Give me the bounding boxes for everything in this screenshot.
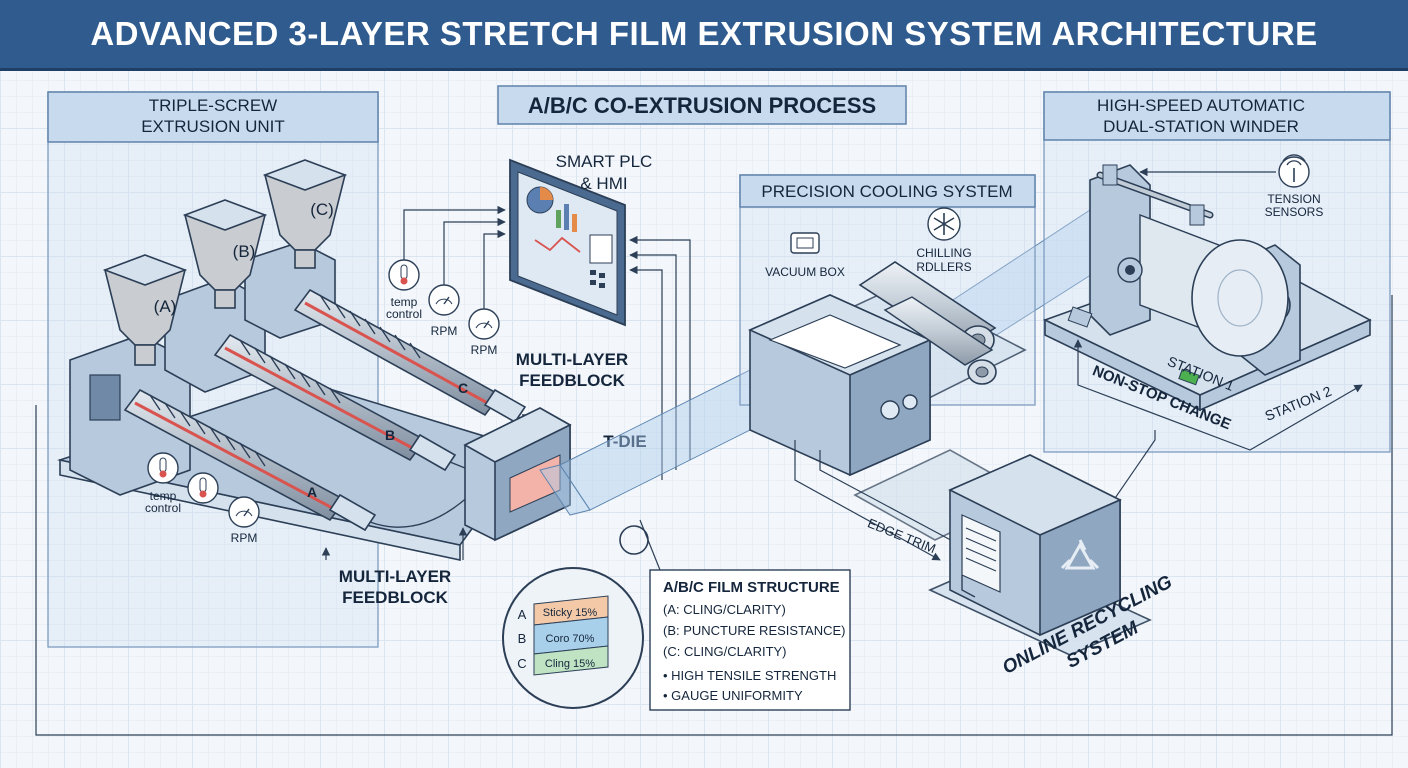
rpm-label-upper-1: RPM	[431, 324, 458, 338]
temp-label-lower-1: temp	[150, 489, 177, 503]
hopper-b-label: (B)	[233, 242, 256, 261]
rpm-gauge-icon	[428, 284, 460, 316]
film-structure-bullet-1: • HIGH TENSILE STRENGTH	[663, 668, 836, 683]
hopper-a-label: (A)	[154, 297, 177, 316]
layer-letter-b: B	[518, 631, 527, 646]
plc-title-line1: SMART PLC	[556, 152, 653, 171]
film-structure-line-b: (B: PUNCTURE RESISTANCE)	[663, 623, 846, 638]
station-change-arrow	[1073, 339, 1363, 451]
film-structure-line-c: (C: CLING/CLARITY)	[663, 644, 787, 659]
rpm-label-lower: RPM	[231, 531, 258, 545]
winder-panel	[1042, 91, 1391, 453]
film-structure-bullet-2: • GAUGE UNIFORMITY	[663, 688, 803, 703]
edge-trim-line-2	[819, 450, 961, 546]
layer-letter-c: C	[517, 656, 526, 671]
chilling-label-1: CHILLING	[916, 246, 971, 260]
vacuum-box-label: VACUUM BOX	[765, 265, 845, 279]
cooling-panel	[739, 174, 1036, 477]
layer-a-label: Sticky 15%	[543, 607, 598, 619]
extrusion-unit-panel: TRIPLE-SCREW EXTRUSION UNIT (A) (B	[47, 91, 540, 648]
vacuum-box-icon	[790, 232, 820, 254]
rpm-gauge-icon	[468, 308, 500, 340]
winder-title-line1: HIGH-SPEED AUTOMATIC	[1097, 96, 1305, 115]
melt-pipe-a	[369, 494, 471, 528]
winder-title-box	[1043, 91, 1391, 141]
tension-label-1: TENSION	[1267, 192, 1320, 206]
thermometer-icon	[388, 259, 420, 291]
signal-line-cooling	[629, 250, 677, 470]
thermometer-icon	[147, 452, 179, 484]
process-banner-box	[497, 85, 907, 125]
control-loop-line	[35, 295, 1393, 736]
film-structure-line-a: (A: CLING/CLARITY)	[663, 602, 786, 617]
hopper-b	[182, 199, 268, 309]
inset-pointer	[639, 519, 661, 571]
hopper-a	[102, 254, 188, 366]
gearbox-a-panel	[89, 374, 121, 421]
temp-label-lower-2: control	[145, 501, 181, 515]
barrel-b-label: B	[385, 427, 395, 443]
extrusion-title-box	[47, 91, 379, 143]
title-bar: ADVANCED 3-LAYER STRETCH FILM EXTRUSION …	[0, 0, 1408, 71]
feedblock-tdie	[463, 407, 572, 542]
winder-title-line2: DUAL-STATION WINDER	[1103, 117, 1299, 136]
rpm-gauge-icon	[228, 496, 260, 528]
temp-label-upper-2: control	[386, 307, 422, 321]
signal-line-die	[629, 235, 691, 460]
cooling-title-box	[739, 174, 1036, 208]
winder-trim-line	[1099, 430, 1156, 521]
film-structure-box	[649, 569, 851, 711]
thermometer-icon	[187, 472, 219, 504]
barrel-a	[123, 388, 377, 532]
tension-label-2: SENSORS	[1265, 205, 1324, 219]
barrel-b	[213, 333, 457, 472]
hopper-c-label: (C)	[310, 200, 334, 219]
extrusion-title-line1: TRIPLE-SCREW	[149, 96, 277, 115]
signal-line-temp	[403, 205, 506, 260]
feedblock-top-line2: FEEDBLOCK	[519, 371, 626, 390]
cooling-title: PRECISION COOLING SYSTEM	[761, 182, 1012, 201]
process-banner: A/B/C CO-EXTRUSION PROCESS	[528, 93, 876, 118]
rpm-label-upper-2: RPM	[471, 343, 498, 357]
page-title: ADVANCED 3-LAYER STRETCH FILM EXTRUSION …	[90, 15, 1318, 52]
signal-line-rpm2	[483, 229, 506, 309]
signal-line-rpm1	[443, 217, 506, 285]
hopper-c	[262, 159, 348, 269]
chilling-label-2: RDLLERS	[916, 260, 971, 274]
plc-title-line2: & HMI	[580, 174, 627, 193]
film-structure-title: A/B/C FILM STRUCTURE	[663, 579, 840, 596]
film-layer-stack	[533, 595, 609, 676]
layer-b-label: Coro 70%	[546, 633, 595, 645]
sensor-antenna-icon	[1278, 154, 1310, 188]
tdie-label: T-DIE	[603, 432, 646, 451]
temp-label-upper-1: temp	[391, 295, 418, 309]
barrel-c	[293, 288, 527, 424]
extrusion-title-line2: EXTRUSION UNIT	[141, 117, 285, 136]
feedblock-top-line1: MULTI-LAYER	[516, 350, 628, 369]
inset-source-circle	[619, 525, 649, 555]
barrel-c-label: C	[458, 380, 468, 396]
layer-letter-a: A	[518, 607, 527, 622]
signal-line-winder	[629, 265, 663, 480]
feedblock-bottom-line1: MULTI-LAYER	[339, 567, 451, 586]
plc-hmi	[509, 158, 626, 327]
snowflake-icon	[927, 207, 961, 241]
edge-trim-line-1	[794, 440, 941, 561]
recycle-icon	[1060, 539, 1100, 570]
layer-c-label: Cling 15%	[545, 658, 595, 670]
film-exit-layers	[539, 464, 591, 516]
barrel-a-label: A	[307, 484, 317, 500]
feedblock-bottom-line2: FEEDBLOCK	[342, 588, 449, 607]
